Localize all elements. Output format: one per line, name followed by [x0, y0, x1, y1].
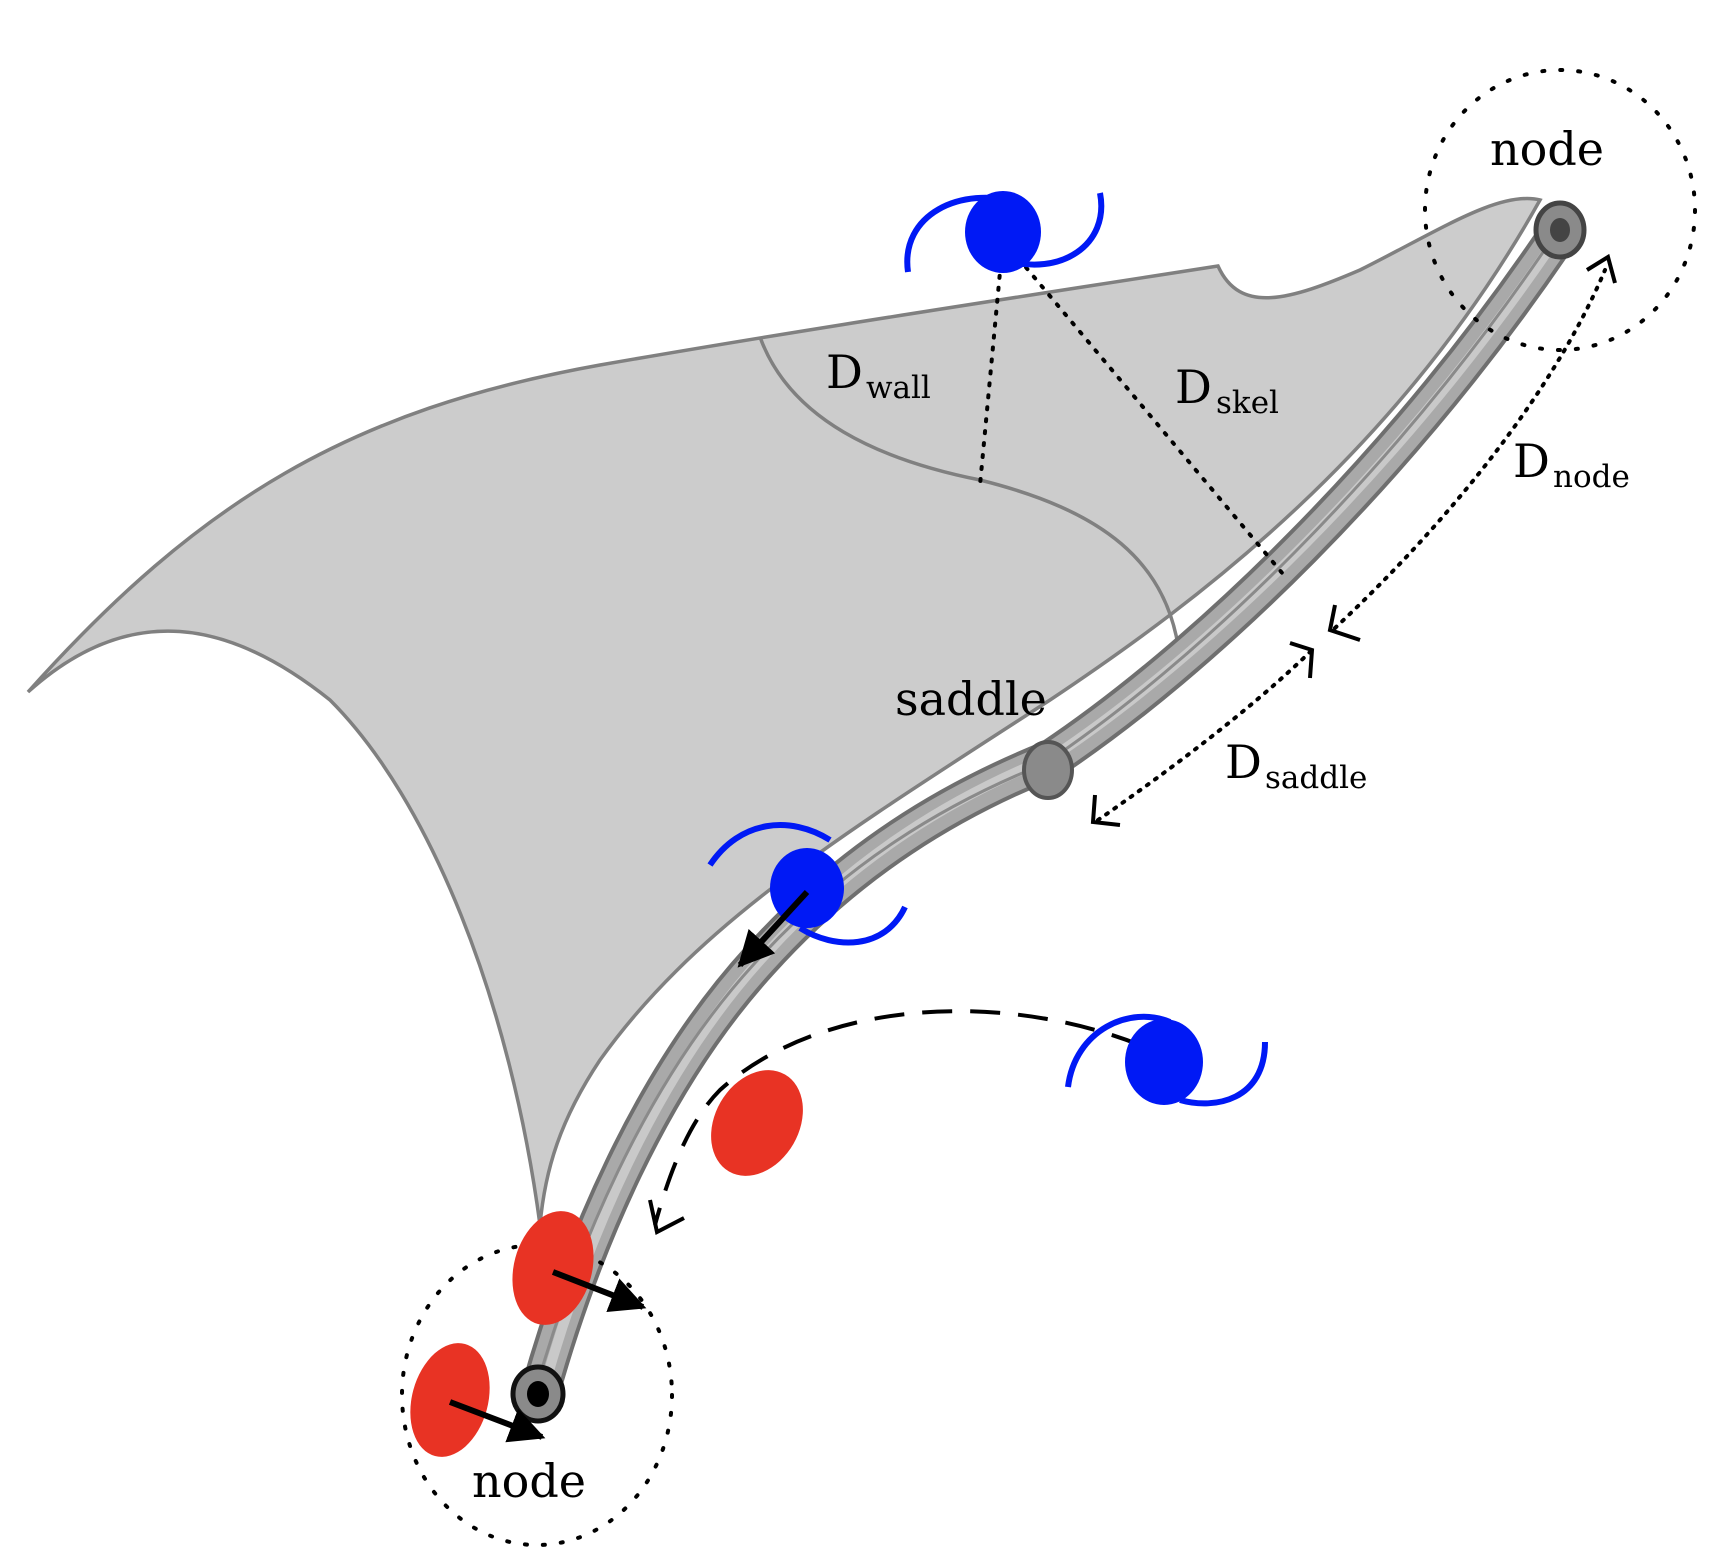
blue-spiral-galaxy-icon — [707, 822, 908, 968]
d-node-label: D node — [1513, 434, 1630, 495]
infall-arrowhead — [648, 1199, 685, 1235]
svg-text:D: D — [1175, 360, 1212, 414]
saddle-point — [1022, 740, 1074, 800]
svg-text:D: D — [826, 345, 863, 399]
svg-text:wall: wall — [866, 370, 931, 406]
red-elliptical-galaxy-icon — [512, 1211, 647, 1325]
svg-text:D: D — [1513, 434, 1550, 488]
node-bottom-region — [400, 1243, 674, 1547]
svg-text:D: D — [1225, 735, 1262, 789]
filament-skeleton — [520, 212, 1580, 1412]
d-saddle-arrowhead-upper — [1289, 641, 1315, 679]
blue-spiral-galaxy-icon — [1065, 1013, 1268, 1107]
red-elliptical-galaxy-icon — [711, 1070, 803, 1176]
node-top-region — [1423, 68, 1697, 352]
svg-text:node: node — [1553, 459, 1630, 495]
d-node-arrowhead-lower — [1327, 604, 1361, 642]
blue-spiral-galaxy-icon — [904, 191, 1105, 273]
node-bottom-label: node — [472, 1454, 586, 1508]
svg-text:skel: skel — [1216, 385, 1279, 421]
d-saddle-arrow — [1096, 650, 1312, 822]
saddle-label: saddle — [895, 672, 1047, 726]
d-skel-line — [1001, 238, 1290, 582]
cosmic-wall-sheet — [26, 196, 1543, 1226]
red-elliptical-galaxy-icon — [410, 1343, 546, 1457]
d-saddle-label: D saddle — [1225, 735, 1367, 796]
node-bottom-endcap — [510, 1364, 566, 1424]
svg-text:saddle: saddle — [1265, 760, 1367, 796]
d-wall-line — [978, 238, 1005, 487]
d-skel-label: D skel — [1175, 360, 1279, 421]
d-node-arrow — [1333, 268, 1607, 630]
node-top-endcap — [1533, 200, 1587, 260]
d-wall-label: D wall — [826, 345, 931, 406]
node-top-label: node — [1490, 122, 1604, 176]
infall-dashed-path — [653, 1009, 1141, 1226]
d-node-arrowhead-upper — [1585, 253, 1617, 284]
d-saddle-arrowhead-lower — [1090, 794, 1121, 827]
